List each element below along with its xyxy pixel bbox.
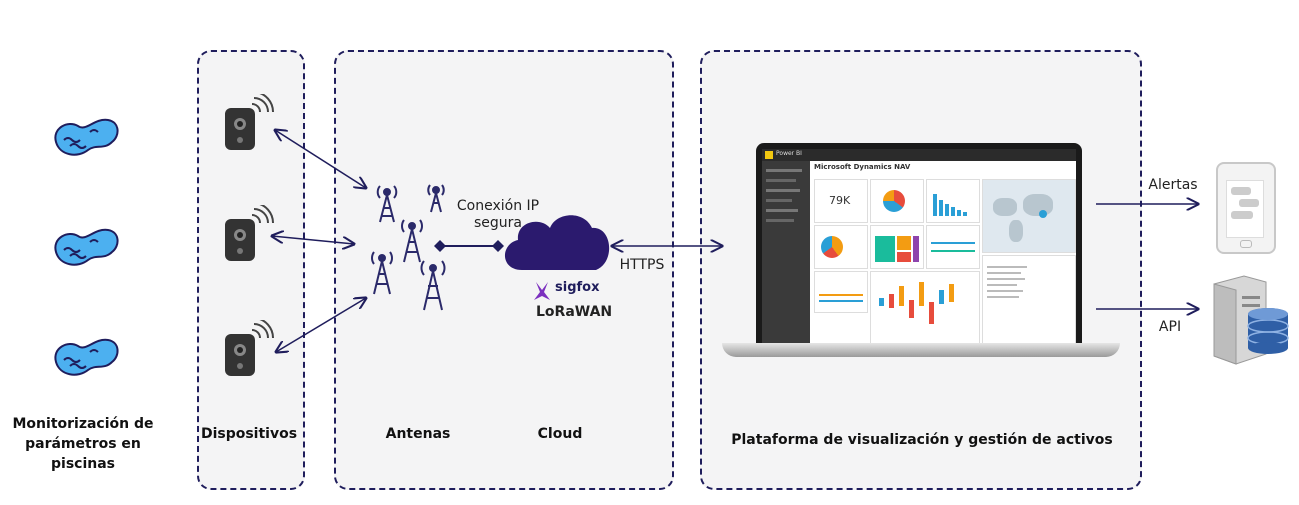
donut-tile [814, 225, 868, 269]
device-antenna-arrow [276, 298, 366, 352]
monitoring-label: Monitorización de parámetros en piscinas [12, 416, 154, 472]
pool-water-icon [54, 118, 119, 156]
antenna-icon [401, 219, 423, 263]
sigfox-logo [534, 282, 550, 300]
pool-water-icon [54, 338, 119, 376]
phone-icon [1216, 162, 1276, 254]
network-panel [334, 50, 674, 490]
area-tile [926, 225, 980, 269]
alerts-label: Alertas [1148, 177, 1198, 193]
laptop-base [722, 343, 1120, 357]
devices-label: Dispositivos [200, 426, 298, 442]
kpi-value: 79K [829, 194, 851, 207]
bars-tile [926, 179, 980, 223]
sensor-device-icon [225, 205, 274, 261]
antenna-icon [376, 185, 398, 223]
antenna-icon [427, 184, 445, 213]
pie-tile [870, 179, 924, 223]
dashboard-topbar: Power BI [762, 149, 1076, 161]
antenna-icon [420, 260, 446, 311]
powerbi-logo-icon [765, 151, 773, 159]
antenna-icon [371, 251, 393, 295]
kpi-tile: 79K [814, 179, 868, 223]
diamond-right [492, 240, 504, 252]
dashboard: Power BI Microsoft Dynamics NAV 79K [762, 149, 1076, 345]
cloud-icon [504, 215, 610, 270]
device-antenna-arrow [275, 130, 366, 188]
map-tile [982, 179, 1076, 253]
device-antenna-arrow [272, 236, 354, 244]
api-label: API [1158, 319, 1182, 335]
diamond-left [434, 240, 446, 252]
app-name: Power BI [776, 150, 802, 157]
sensor-device-icon [225, 94, 274, 150]
waterfall-tile [870, 271, 980, 345]
server-database-icon [1213, 275, 1289, 365]
connection-label: Conexión IP segura [456, 198, 540, 231]
laptop-screen: Power BI Microsoft Dynamics NAV 79K [756, 143, 1082, 345]
sigfox-text: sigfox [555, 280, 600, 295]
lorawan-logo: LoRaWAN [536, 304, 613, 320]
treemap-tile [870, 225, 924, 269]
platform-label: Plataforma de visualización y gestión de… [731, 432, 1113, 448]
dashboard-title: Microsoft Dynamics NAV [814, 163, 911, 171]
https-label: HTTPS [619, 257, 665, 273]
sensor-device-icon [225, 320, 274, 376]
cloud-label: Cloud [537, 426, 583, 442]
line-tile [814, 271, 868, 313]
antennas-label: Antenas [385, 426, 451, 442]
pool-water-icon [54, 228, 119, 266]
dashboard-sidebar [762, 161, 810, 345]
list-tile [982, 255, 1076, 345]
